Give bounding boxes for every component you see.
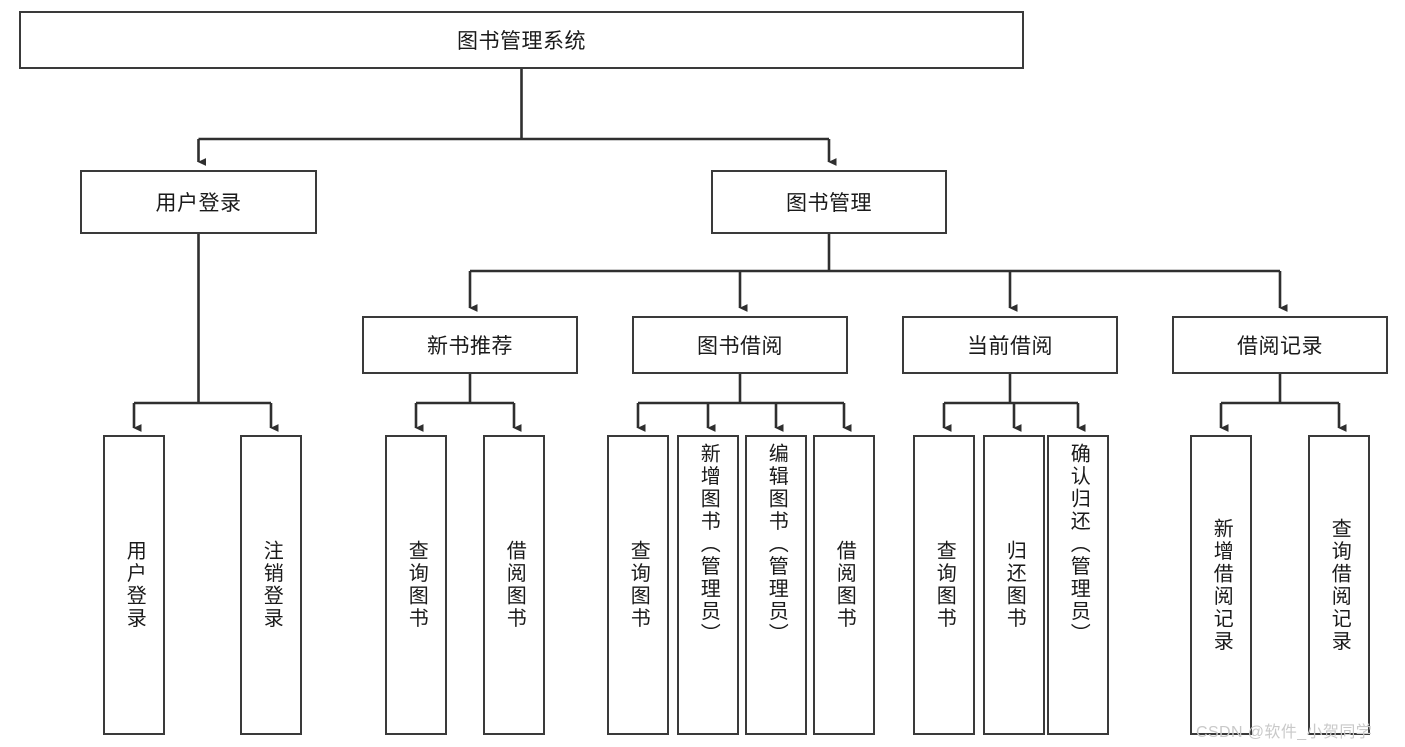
node-current-borrow[interactable]: 当前借阅 bbox=[902, 316, 1118, 374]
node-borrow-records[interactable]: 借阅记录 bbox=[1172, 316, 1388, 374]
node-new-book-recommend[interactable]: 新书推荐 bbox=[362, 316, 578, 374]
node-leaf-label: 借阅图书 bbox=[503, 540, 526, 630]
node-leaf[interactable]: 查询图书 bbox=[385, 435, 447, 735]
node-leaf-label: 注销登录 bbox=[260, 540, 283, 630]
node-current-borrow-label: 当前借阅 bbox=[967, 335, 1053, 358]
node-leaf-label: 编辑图书（管理员） bbox=[765, 443, 788, 646]
node-leaf[interactable]: 查询图书 bbox=[913, 435, 975, 735]
node-leaf-label: 查询图书 bbox=[405, 540, 428, 630]
node-leaf[interactable]: 归还图书 bbox=[983, 435, 1045, 735]
node-book-management-label: 图书管理 bbox=[786, 192, 872, 215]
node-user-login-label: 用户登录 bbox=[155, 192, 242, 215]
node-leaf-label: 借阅图书 bbox=[833, 540, 856, 630]
node-leaf[interactable]: 新增借阅记录 bbox=[1190, 435, 1252, 735]
node-leaf[interactable]: 新增图书（管理员） bbox=[677, 435, 739, 735]
node-leaf-label: 查询借阅记录 bbox=[1328, 517, 1351, 653]
node-leaf[interactable]: 注销登录 bbox=[240, 435, 302, 735]
node-leaf[interactable]: 借阅图书 bbox=[483, 435, 545, 735]
node-leaf-label: 新增图书（管理员） bbox=[697, 443, 720, 646]
node-leaf-label: 用户登录 bbox=[123, 540, 146, 630]
node-borrow-records-label: 借阅记录 bbox=[1237, 335, 1323, 358]
node-new-book-recommend-label: 新书推荐 bbox=[427, 335, 513, 358]
node-leaf-label: 查询图书 bbox=[627, 540, 650, 630]
node-leaf-label: 确认归还（管理员） bbox=[1067, 443, 1090, 646]
node-book-management[interactable]: 图书管理 bbox=[711, 170, 947, 234]
node-user-login[interactable]: 用户登录 bbox=[80, 170, 317, 234]
node-leaf[interactable]: 查询图书 bbox=[607, 435, 669, 735]
node-leaf-label: 新增借阅记录 bbox=[1210, 517, 1233, 653]
node-leaf[interactable]: 确认归还（管理员） bbox=[1047, 435, 1109, 735]
node-book-borrow-label: 图书借阅 bbox=[697, 335, 783, 358]
node-leaf[interactable]: 查询借阅记录 bbox=[1308, 435, 1370, 735]
node-leaf[interactable]: 编辑图书（管理员） bbox=[745, 435, 807, 735]
node-root-system[interactable]: 图书管理系统 bbox=[19, 11, 1024, 69]
node-leaf[interactable]: 用户登录 bbox=[103, 435, 165, 735]
node-root-label: 图书管理系统 bbox=[457, 30, 586, 53]
watermark-text: CSDN @软件_小贺同学 bbox=[1196, 724, 1373, 741]
node-leaf[interactable]: 借阅图书 bbox=[813, 435, 875, 735]
node-leaf-label: 查询图书 bbox=[933, 540, 956, 630]
node-book-borrow[interactable]: 图书借阅 bbox=[632, 316, 848, 374]
node-leaf-label: 归还图书 bbox=[1003, 540, 1026, 630]
